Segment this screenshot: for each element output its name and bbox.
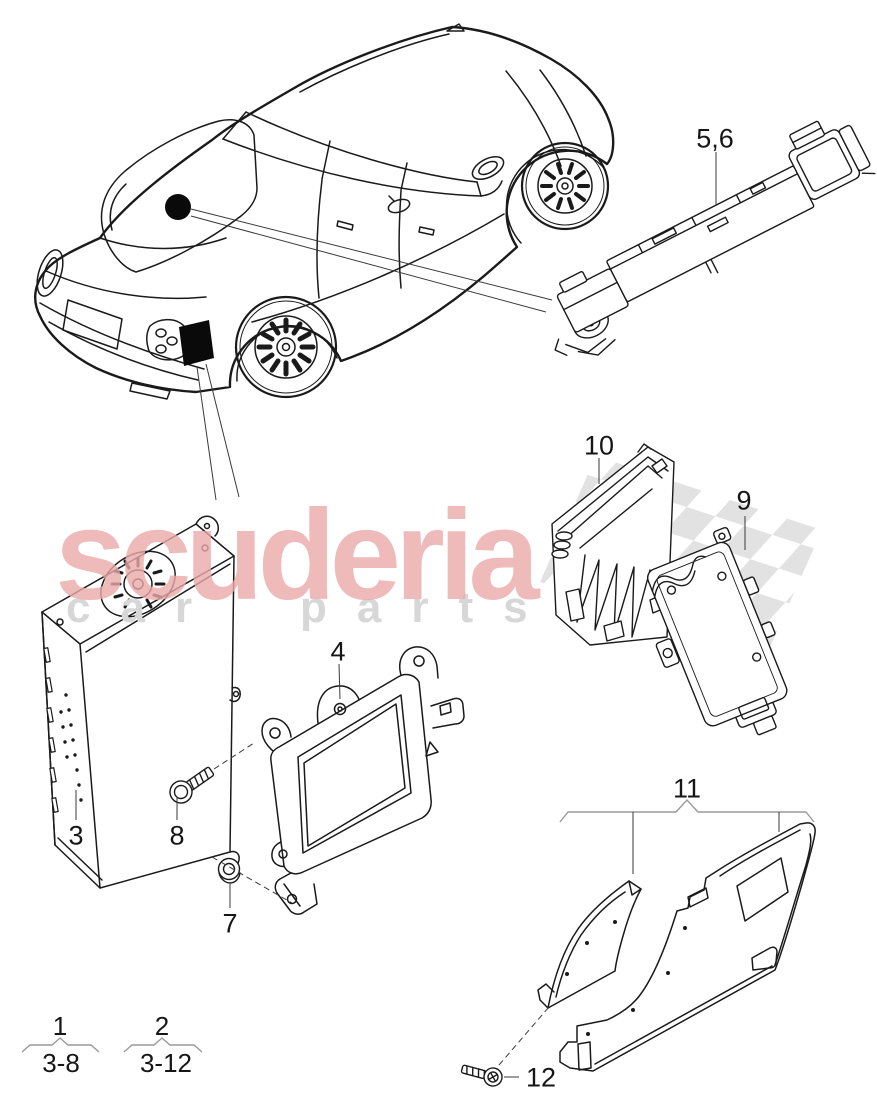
callout-label-12: 12 (525, 1062, 557, 1093)
control-module-9 (647, 526, 788, 736)
bolt-8 (169, 766, 215, 804)
rear-wheel (234, 295, 338, 399)
callout-label-11: 11 (672, 773, 702, 804)
antenna-amplifier-5-6 (554, 120, 876, 356)
callout-label-10: 10 (583, 430, 615, 461)
screw-12 (460, 1064, 503, 1087)
group-2-range: 3-12 (139, 1048, 193, 1078)
watermark-subtitle-parts: parts (300, 583, 558, 632)
car-illustration (34, 23, 615, 400)
callout-label-3: 3 (68, 820, 84, 851)
license-plate-recess (62, 299, 123, 350)
callout-leader-lines (21, 152, 815, 1078)
watermark-brand: scuderia (55, 484, 539, 627)
car-body-outline (34, 25, 615, 394)
marker-leader-lines (190, 208, 553, 501)
group-2-number: 2 (154, 1011, 170, 1041)
group-1-range: 3-8 (42, 1048, 80, 1078)
callout-label-7: 7 (222, 908, 238, 939)
roof-antenna-location-marker (165, 194, 191, 220)
finned-cover-10 (551, 443, 675, 646)
side-mirror (387, 198, 411, 214)
callout-label-8: 8 (169, 820, 185, 851)
headlight (471, 155, 505, 181)
group-2-bracket (123, 1037, 203, 1053)
callout-label-5-6: 5,6 (696, 123, 734, 154)
group-1-number: 1 (52, 1011, 68, 1041)
group-1-bracket (21, 1037, 100, 1053)
fan-grille (100, 550, 176, 618)
callout-label-4: 4 (330, 636, 346, 667)
mounting-bracket-4 (261, 646, 465, 915)
fender-module-location-marker (179, 320, 214, 366)
left-taillight (36, 249, 64, 297)
trim-panel-11 (537, 822, 816, 1072)
watermark-subtitle-car: car (66, 583, 223, 632)
front-wheel (520, 141, 610, 231)
callout-label-9: 9 (736, 485, 752, 516)
rear-windshield (100, 119, 258, 273)
